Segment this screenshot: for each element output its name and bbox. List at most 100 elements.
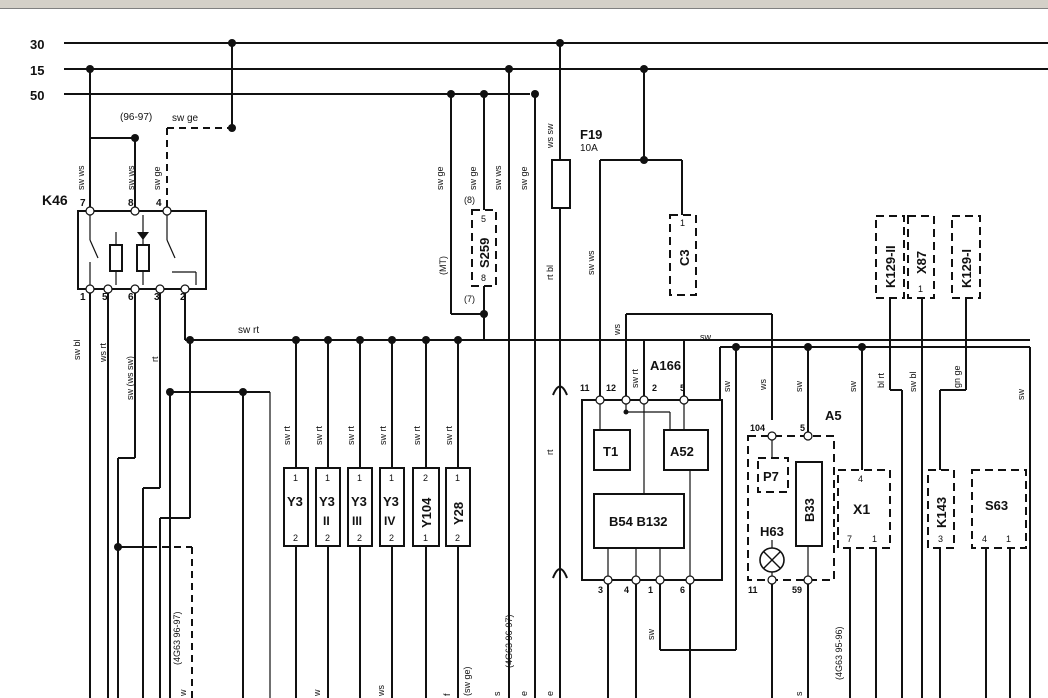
window-title-bar — [0, 0, 1048, 9]
pin: (7) — [464, 294, 475, 304]
wire-label: rt — [545, 449, 555, 455]
pin: 12 — [606, 383, 616, 393]
pin: 5 — [102, 292, 108, 303]
wire-label: ws — [376, 685, 386, 697]
wire-label: sw — [722, 381, 732, 393]
x87-connector — [907, 215, 935, 299]
wire-label: sw ws — [126, 165, 136, 190]
k129-ii-label: K129-II — [883, 245, 898, 288]
b54-b132-label: B54 B132 — [609, 514, 668, 529]
p7-label: P7 — [763, 469, 779, 484]
wire-label: rt bl — [545, 265, 555, 280]
wire-label: w — [312, 689, 322, 697]
note: (4G63 96-97) — [504, 614, 514, 668]
k129-i-label: K129-I — [959, 249, 974, 288]
relay-coil — [136, 244, 150, 272]
wire-label: sw rt — [378, 426, 388, 445]
a52-label: A52 — [670, 444, 694, 459]
wire-label: sw rt — [412, 426, 422, 445]
k129-i-connector — [951, 215, 981, 299]
k46-label: K46 — [42, 192, 68, 208]
wire-label: (sw ge) — [462, 666, 472, 696]
pin: 4 — [982, 534, 987, 544]
a166-module-box — [581, 399, 723, 581]
lamp-icon — [759, 547, 785, 573]
b54-b132-block — [593, 493, 685, 549]
pin: 1 — [680, 218, 685, 228]
wire-label: e — [545, 691, 555, 696]
p7-block — [757, 457, 789, 493]
s259-label: S259 — [477, 238, 492, 268]
pin: 7 — [847, 534, 852, 544]
svg-text:Y3: Y3 — [319, 494, 335, 509]
svg-text:2: 2 — [455, 533, 460, 543]
pin: 8 — [128, 198, 134, 209]
s259-switch-box — [471, 209, 497, 287]
pin: 4 — [624, 585, 629, 595]
wire-label: sw rt — [346, 426, 356, 445]
wire-label: gn ge — [952, 365, 962, 388]
wire-label: sw ws — [76, 165, 86, 190]
pin: 4 — [858, 474, 863, 484]
c3-label: C3 — [677, 249, 692, 266]
svg-text:IV: IV — [384, 514, 395, 528]
x1-label: X1 — [853, 501, 870, 517]
svg-text:2: 2 — [357, 533, 362, 543]
pin: 1 — [872, 534, 877, 544]
wire-label: sw — [1016, 389, 1026, 401]
pin: 3 — [154, 292, 160, 303]
pin: 7 — [80, 198, 86, 209]
wire-label: sw — [700, 332, 712, 342]
svg-text:1: 1 — [357, 473, 362, 483]
wire-label: e — [519, 691, 529, 696]
wire-label: sw — [848, 381, 858, 393]
t1-block — [593, 429, 631, 471]
pin: 1 — [1006, 534, 1011, 544]
valve-y28: 1 Y28 2 — [445, 467, 471, 547]
c3-component — [669, 214, 697, 296]
svg-text:1: 1 — [325, 473, 330, 483]
rail-label-30: 30 — [30, 37, 44, 52]
svg-text:1: 1 — [293, 473, 298, 483]
pin: 5 — [680, 383, 685, 393]
wire-label: ws rt — [98, 343, 108, 363]
f19-fuse — [551, 159, 571, 209]
wire-label: ws — [612, 324, 622, 336]
rail-label-15: 15 — [30, 63, 44, 78]
wire-label: ws — [758, 379, 768, 391]
wire-label: f — [442, 693, 452, 696]
rail-label-50: 50 — [30, 88, 44, 103]
wire-label: s — [492, 691, 502, 696]
wire-label: sw — [646, 629, 656, 641]
svg-text:Y3: Y3 — [383, 494, 399, 509]
pin: 3 — [938, 534, 943, 544]
wire-crossover — [552, 385, 568, 396]
a166-label: A166 — [650, 358, 681, 373]
svg-text:2: 2 — [325, 533, 330, 543]
t1-label: T1 — [603, 444, 618, 459]
pin: 2 — [180, 292, 186, 303]
wire-label: sw ws — [493, 165, 503, 190]
diode-icon — [137, 232, 149, 240]
pin: 1 — [80, 292, 86, 303]
svg-text:Y3: Y3 — [351, 494, 367, 509]
pin: 4 — [156, 198, 162, 209]
wire-crossover — [552, 568, 568, 579]
k143-label: K143 — [934, 497, 949, 528]
pin: 11 — [580, 383, 590, 393]
wire-label: sw rt — [314, 426, 324, 445]
pin: 3 — [598, 585, 603, 595]
pin: 11 — [748, 585, 758, 595]
x1-connector — [837, 469, 891, 549]
wire-label: sw rt — [630, 369, 640, 388]
wire-label-sw-rt-bus: sw rt — [238, 325, 259, 336]
wire-label: sw ge — [468, 166, 478, 190]
pin: 5 — [800, 423, 805, 433]
wire-label: sw rt — [444, 426, 454, 445]
wire-label: sw ge — [435, 166, 445, 190]
wire-label: sw ge — [519, 166, 529, 190]
wire-label-sw-ge-top: sw ge — [172, 113, 199, 124]
note-mt: (MT) — [438, 256, 448, 275]
valve-drops — [292, 336, 462, 468]
